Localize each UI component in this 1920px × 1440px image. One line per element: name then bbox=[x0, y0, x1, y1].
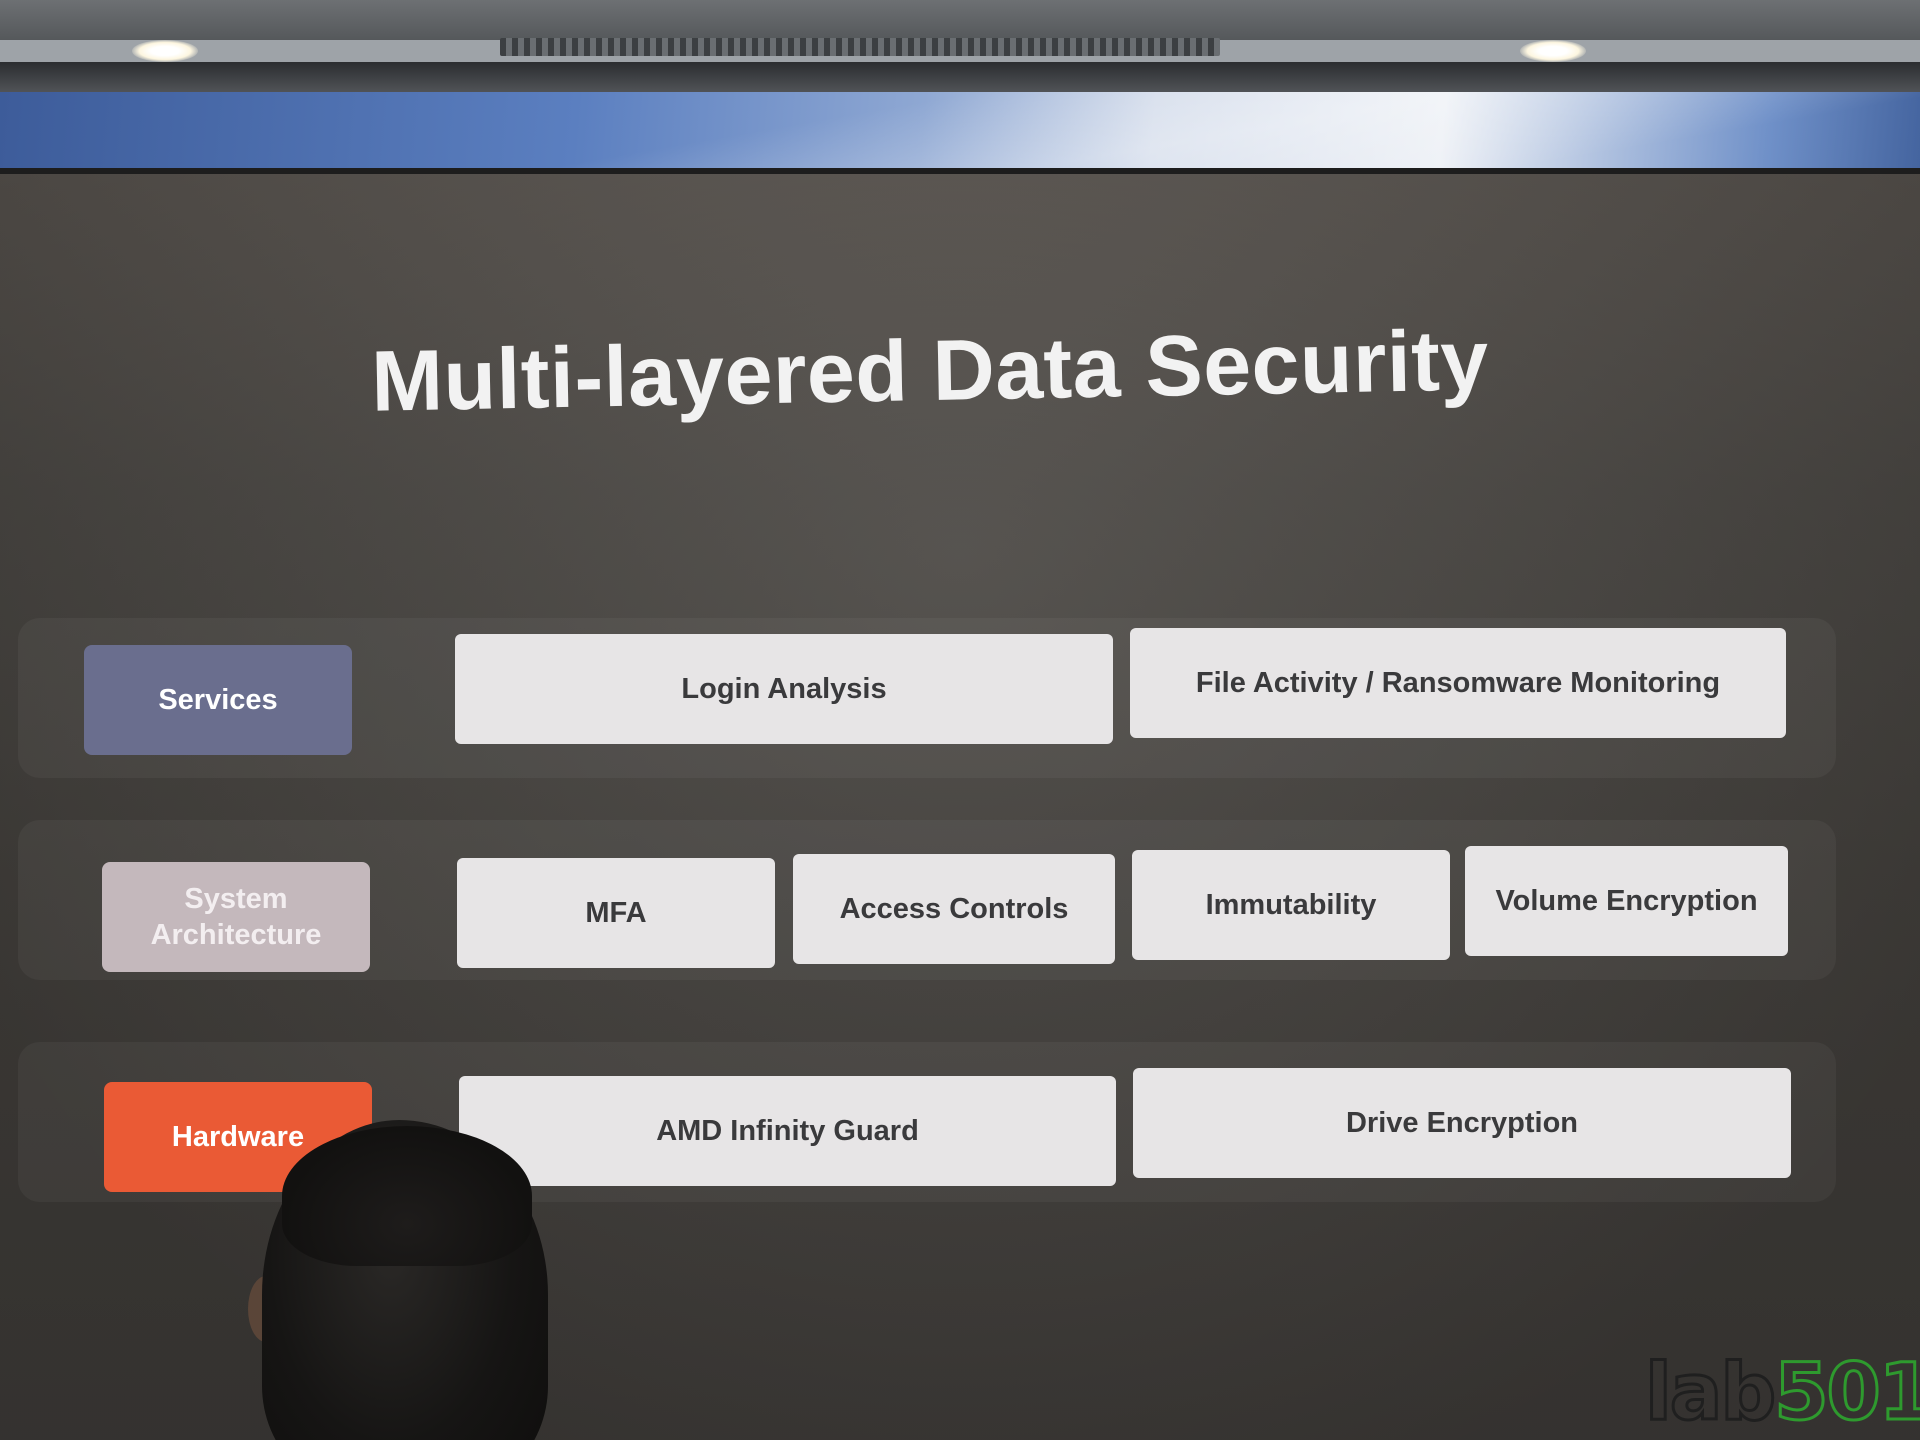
layer-item-file-activity-monitoring: File Activity / Ransomware Monitoring bbox=[1130, 628, 1786, 738]
layer-item-volume-encryption: Volume Encryption bbox=[1465, 846, 1788, 956]
layer-item-login-analysis: Login Analysis bbox=[455, 634, 1113, 744]
ceiling-vent bbox=[500, 38, 1220, 56]
person-hair bbox=[282, 1126, 532, 1266]
slide-title: Multi-layered Data Security bbox=[370, 312, 1490, 430]
layer-item-mfa: MFA bbox=[457, 858, 775, 968]
layer-label-system-architecture: System Architecture bbox=[102, 862, 370, 972]
ceiling-light-left bbox=[132, 40, 198, 62]
ceiling-light-right bbox=[1520, 40, 1586, 62]
ceiling-edge bbox=[0, 62, 1920, 96]
watermark-number-text: 501 bbox=[1773, 1348, 1920, 1438]
layer-item-access-controls: Access Controls bbox=[793, 854, 1115, 964]
layer-item-drive-encryption: Drive Encryption bbox=[1133, 1068, 1791, 1178]
lab501-watermark-logo: lab 501 bbox=[1643, 1348, 1920, 1438]
layer-label-services: Services bbox=[84, 645, 352, 755]
layer-item-amd-infinity-guard: AMD Infinity Guard bbox=[459, 1076, 1116, 1186]
layer-item-immutability: Immutability bbox=[1132, 850, 1450, 960]
watermark-lab-text: lab bbox=[1643, 1348, 1777, 1438]
layer-label-text: System Architecture bbox=[150, 883, 322, 951]
